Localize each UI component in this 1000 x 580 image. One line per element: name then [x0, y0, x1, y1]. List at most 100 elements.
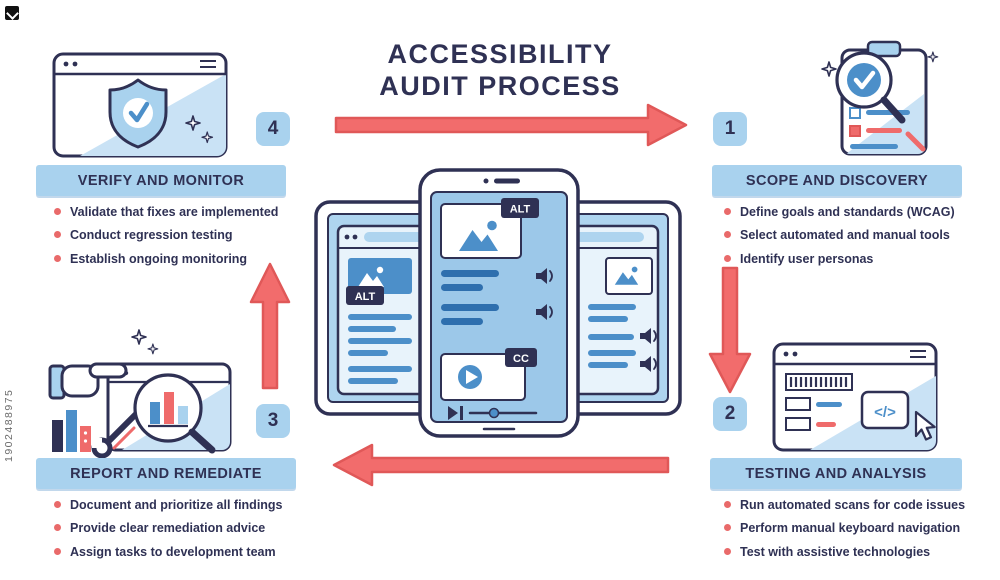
bullet-item: Identify user personas [724, 251, 974, 267]
magnifier-chart-icon [133, 373, 216, 454]
bullet-text: Provide clear remediation advice [70, 521, 266, 536]
bullet-item: Provide clear remediation advice [54, 520, 304, 536]
arrow-right-top [334, 103, 688, 147]
step-number-1: 1 [713, 112, 747, 146]
stock-logo [5, 6, 19, 20]
center-devices-illustration: ALT [314, 168, 682, 438]
step-title: SCOPE AND DISCOVERY [745, 172, 929, 189]
bar-chart-icon [52, 410, 91, 452]
bullet-item: Test with assistive technologies [724, 544, 974, 560]
bullet-text: Document and prioritize all findings [70, 498, 283, 512]
bullet-dot [54, 524, 61, 532]
pencil-icon [905, 131, 926, 152]
bullet-text: Perform manual keyboard navigation [740, 521, 961, 536]
bullet-text: Define goals and standards (WCAG) [740, 205, 955, 219]
bullet-dot [724, 208, 731, 215]
step-number-text: 1 [724, 118, 736, 139]
bullet-dot [724, 547, 731, 555]
media-controls [448, 406, 538, 420]
testing-bullet-list: Run automated scans for code issues Perf… [724, 497, 974, 567]
svg-text:</>: </> [874, 404, 896, 421]
step-number-text: 2 [724, 403, 736, 424]
bullet-text: Validate that fixes are implemented [70, 205, 279, 219]
step-header-verify: VERIFY AND MONITOR [36, 165, 286, 196]
code-icon: </> [860, 390, 910, 430]
bullet-dot [724, 254, 731, 262]
step-number-text: 3 [267, 410, 279, 431]
bullet-text: Establish ongoing monitoring [70, 251, 248, 266]
page-title: ACCESSIBILITY AUDIT PROCESS [320, 38, 680, 103]
scope-illustration [821, 40, 939, 156]
bullet-item: Establish ongoing monitoring [54, 251, 294, 267]
step-header-testing: TESTING AND ANALYSIS [710, 458, 962, 489]
bullet-dot [54, 547, 61, 555]
bullet-text: Select automated and manual tools [740, 228, 950, 243]
arrow-up-left [249, 262, 291, 390]
step-title: REPORT AND REMEDIATE [70, 465, 262, 482]
bullet-item: Document and prioritize all findings [54, 497, 304, 513]
bullet-item: Run automated scans for code issues [724, 497, 974, 513]
bullet-item: Assign tasks to development team [54, 544, 304, 560]
bullet-item: Perform manual keyboard navigation [724, 520, 974, 536]
barcode-element [785, 373, 853, 391]
sparkle-icon [131, 329, 147, 345]
shield-check-icon [108, 78, 168, 149]
title-line1: ACCESSIBILITY [387, 39, 613, 69]
testing-illustration: </> [772, 342, 938, 452]
step-number-4: 4 [256, 112, 290, 146]
step-number-text: 4 [267, 118, 279, 139]
bullet-dot [54, 254, 61, 262]
checklist-rows [849, 107, 910, 149]
play-icon [466, 370, 478, 384]
step-number-3: 3 [256, 404, 290, 438]
bullet-dot [724, 501, 731, 508]
bullet-dot [724, 231, 731, 239]
next-track-icon [448, 406, 458, 420]
step-header-report: REPORT AND REMEDIATE [36, 458, 296, 489]
video-player: CC [440, 348, 537, 401]
report-illustration [48, 329, 232, 459]
form-rows [785, 397, 842, 431]
sparkle-icon [147, 343, 159, 355]
step-title: VERIFY AND MONITOR [77, 172, 245, 189]
scope-bullet-list: Define goals and standards (WCAG) Select… [724, 204, 974, 274]
phone: ALT CC [418, 168, 580, 438]
bullet-item: Validate that fixes are implemented [54, 204, 294, 220]
bullet-text: Test with assistive technologies [740, 544, 931, 559]
cc-badge: CC [505, 348, 537, 367]
step-title: TESTING AND ANALYSIS [745, 465, 927, 482]
bullet-item: Conduct regression testing [54, 227, 294, 243]
step-header-scope: SCOPE AND DISCOVERY [712, 165, 962, 196]
clipboard-clip [866, 40, 902, 58]
magnifier-check-icon [835, 51, 906, 124]
slider-handle [488, 407, 500, 419]
arrow-left-bottom [332, 443, 670, 487]
bullet-item: Select automated and manual tools [724, 227, 974, 243]
svg-text:CC: CC [513, 353, 529, 365]
bullet-dot [54, 231, 61, 239]
svg-text:ALT: ALT [355, 291, 376, 303]
verify-illustration [52, 52, 228, 158]
step-number-2: 2 [713, 397, 747, 431]
title-line2: AUDIT PROCESS [379, 71, 621, 102]
bullet-dot [724, 524, 731, 532]
bullet-item: Define goals and standards (WCAG) [724, 204, 974, 220]
cursor-icon [914, 410, 936, 441]
report-bullet-list: Document and prioritize all findings Pro… [54, 497, 304, 567]
sparkle-icon [927, 51, 939, 63]
sparkle-icon [821, 61, 837, 77]
pointing-hand-icon [48, 362, 128, 400]
bullet-text: Conduct regression testing [70, 228, 233, 243]
bullet-dot [54, 501, 61, 508]
alt-badge-phone: ALT [501, 198, 539, 218]
verify-bullet-list: Validate that fixes are implemented Cond… [54, 204, 294, 274]
alt-badge-tablet: ALT [346, 286, 384, 305]
bullet-dot [54, 208, 61, 215]
svg-text:ALT: ALT [510, 204, 531, 216]
watermark-id: 1902488975 [3, 388, 15, 462]
wrench-icon [91, 411, 139, 459]
bullet-text: Assign tasks to development team [70, 544, 276, 559]
bullet-text: Run automated scans for code issues [740, 498, 966, 512]
